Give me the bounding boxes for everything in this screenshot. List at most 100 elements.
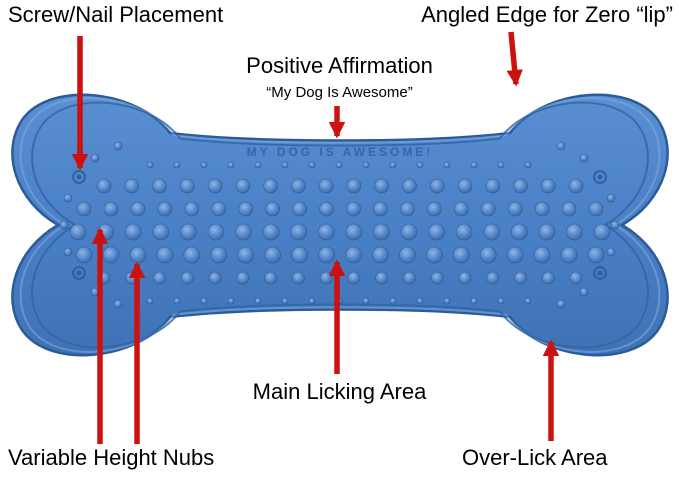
nub bbox=[264, 271, 277, 285]
nub bbox=[452, 246, 470, 264]
nub bbox=[569, 271, 583, 285]
nub bbox=[157, 201, 173, 217]
label-affirmation-quote: “My Dog Is Awesome” bbox=[266, 84, 413, 101]
nub bbox=[497, 297, 505, 305]
nub bbox=[290, 223, 308, 241]
nub bbox=[479, 246, 497, 264]
nub bbox=[345, 223, 363, 241]
nub bbox=[345, 246, 362, 264]
nub bbox=[362, 161, 370, 169]
nub bbox=[443, 297, 451, 305]
nub bbox=[59, 220, 69, 230]
nub bbox=[146, 297, 154, 305]
nub bbox=[428, 223, 445, 241]
nub bbox=[103, 201, 119, 217]
nub bbox=[568, 178, 584, 194]
nub bbox=[593, 223, 611, 241]
nub bbox=[556, 141, 566, 151]
nub bbox=[402, 178, 417, 194]
nub bbox=[610, 220, 620, 230]
nub bbox=[506, 246, 524, 264]
nub bbox=[346, 201, 361, 217]
label-variable-height-nubs: Variable Height Nubs bbox=[8, 445, 215, 470]
nub bbox=[236, 271, 250, 285]
nub bbox=[96, 178, 112, 194]
screw-hole-top-right-center bbox=[597, 174, 603, 180]
nub bbox=[403, 271, 416, 285]
screw-holes bbox=[72, 170, 607, 280]
nub bbox=[443, 161, 451, 169]
nub bbox=[579, 287, 589, 297]
nub bbox=[399, 201, 415, 217]
nubs-group bbox=[59, 141, 620, 309]
bone-mat-shape bbox=[11, 93, 669, 357]
nub bbox=[179, 223, 197, 241]
screw-hole-bottom-left-center bbox=[76, 270, 82, 276]
arrow-angled-edge bbox=[506, 31, 523, 87]
nub bbox=[497, 161, 505, 169]
nub bbox=[372, 246, 389, 264]
nub bbox=[179, 178, 195, 194]
nub bbox=[319, 271, 333, 285]
nub bbox=[561, 201, 577, 217]
nub bbox=[208, 271, 222, 285]
nub bbox=[308, 161, 316, 169]
nub bbox=[588, 201, 604, 217]
nub bbox=[180, 271, 194, 285]
nub bbox=[480, 201, 496, 217]
nub bbox=[534, 201, 550, 217]
nub bbox=[319, 201, 334, 217]
nub bbox=[211, 201, 227, 217]
nub bbox=[173, 161, 181, 169]
nub bbox=[238, 201, 254, 217]
nub bbox=[263, 178, 278, 194]
nub bbox=[373, 201, 388, 217]
nub bbox=[318, 178, 334, 194]
nub bbox=[113, 299, 123, 309]
nub bbox=[291, 271, 305, 285]
nub bbox=[430, 271, 444, 285]
nub bbox=[75, 246, 93, 264]
nub bbox=[76, 201, 92, 217]
nub bbox=[362, 297, 370, 305]
nub bbox=[152, 178, 167, 194]
nub bbox=[524, 161, 532, 169]
nub bbox=[606, 193, 616, 203]
screw-hole-bottom-right-center bbox=[597, 270, 603, 276]
nub bbox=[227, 161, 235, 169]
nub bbox=[173, 297, 181, 305]
nub bbox=[579, 153, 589, 163]
nub bbox=[346, 178, 362, 194]
screw-hole-bottom-left bbox=[72, 266, 86, 280]
nub bbox=[470, 297, 478, 305]
nub bbox=[541, 271, 555, 285]
nub bbox=[200, 161, 208, 169]
nub bbox=[347, 271, 361, 285]
screw-hole-top-left-center bbox=[76, 174, 82, 180]
nub bbox=[606, 247, 616, 257]
nub bbox=[533, 246, 551, 264]
label-positive-affirmation: Positive Affirmation bbox=[246, 53, 433, 78]
nub bbox=[207, 223, 225, 241]
nub bbox=[235, 178, 251, 194]
nub bbox=[318, 246, 335, 264]
nub bbox=[184, 201, 200, 217]
nub bbox=[566, 223, 583, 241]
nub bbox=[524, 297, 532, 305]
nub bbox=[556, 299, 566, 309]
nub bbox=[374, 178, 390, 194]
nub bbox=[308, 297, 316, 305]
nub bbox=[235, 223, 252, 241]
nub bbox=[317, 223, 335, 241]
nub bbox=[207, 178, 223, 194]
nub bbox=[458, 271, 472, 285]
nub bbox=[292, 201, 307, 217]
label-screw-nail-placement: Screw/Nail Placement bbox=[8, 2, 224, 27]
nub bbox=[429, 178, 445, 194]
screw-hole-top-left bbox=[72, 170, 86, 184]
nub bbox=[90, 153, 100, 163]
nub bbox=[281, 161, 289, 169]
nub bbox=[63, 193, 73, 203]
nub bbox=[453, 201, 469, 217]
